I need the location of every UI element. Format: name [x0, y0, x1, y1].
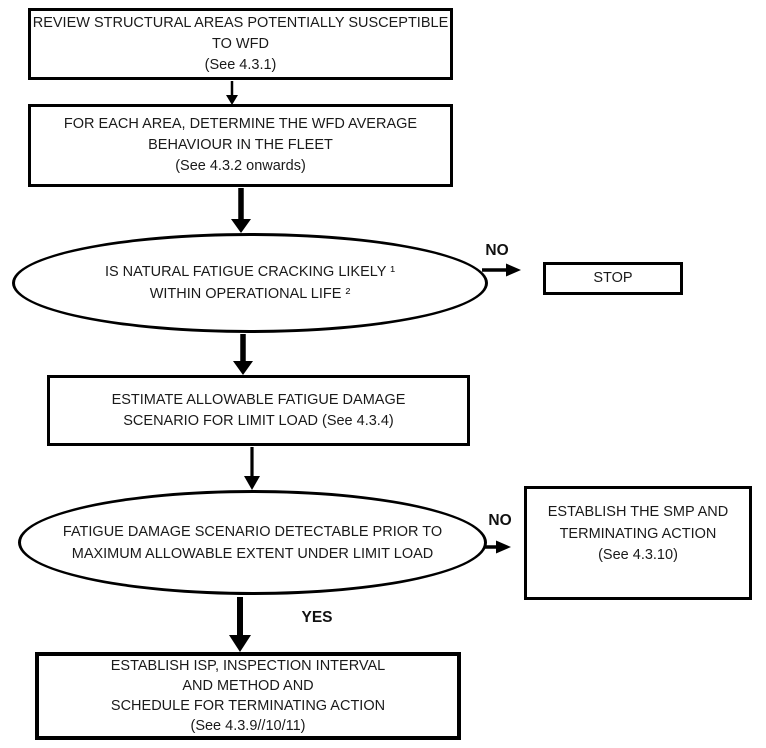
determine-wfd-behaviour-box: FOR EACH AREA, DETERMINE THE WFD AVERAGE… — [28, 104, 453, 187]
establish-isp-box: ESTABLISH ISP, INSPECTION INTERVAL AND M… — [35, 652, 461, 740]
node-text-line: REVIEW STRUCTURAL AREAS POTENTIALLY SUSC… — [32, 14, 449, 31]
node-text-line: SCHEDULE FOR TERMINATING ACTION — [110, 698, 386, 714]
no-branch-label-smp: NO — [488, 512, 512, 529]
node-text-line: FATIGUE DAMAGE SCENARIO DETECTABLE PRIOR… — [62, 523, 443, 540]
node-text-line: SCENARIO FOR LIMIT LOAD (See 4.3.4) — [123, 412, 394, 429]
node-text-line: WITHIN OPERATIONAL LIFE ² — [149, 286, 351, 302]
arrow-review-to-determine — [226, 81, 238, 105]
damage-detectable-decision-ellipse: FATIGUE DAMAGE SCENARIO DETECTABLE PRIOR… — [18, 490, 487, 595]
node-text-line: ESTABLISH THE SMP AND — [547, 504, 729, 520]
yes-branch-label: YES — [301, 609, 333, 626]
arrow-estimate-to-detectable-decision — [244, 447, 260, 490]
establish-smp-box: ESTABLISH THE SMP AND TERMINATING ACTION… — [524, 486, 752, 600]
natural-fatigue-cracking-decision-ellipse: IS NATURAL FATIGUE CRACKING LIKELY ¹ WIT… — [12, 233, 488, 333]
estimate-fatigue-damage-box: ESTIMATE ALLOWABLE FATIGUE DAMAGE SCENAR… — [47, 375, 470, 446]
node-text-line: BEHAVIOUR IN THE FLEET — [148, 137, 333, 153]
node-text-line: IS NATURAL FATIGUE CRACKING LIKELY ¹ — [104, 264, 396, 280]
node-text-line: TO WFD — [212, 35, 269, 52]
node-text-line: (See 4.3.9//10/11) — [190, 718, 306, 734]
node-text-line: ESTABLISH ISP, INSPECTION INTERVAL — [110, 658, 386, 674]
node-text-line: ESTIMATE ALLOWABLE FATIGUE DAMAGE — [111, 391, 406, 408]
node-text-line: (See 4.3.2 onwards) — [175, 158, 306, 174]
arrow-no-to-smp — [485, 540, 511, 554]
no-branch-label-stop: NO — [485, 242, 509, 259]
node-text-line: (See 4.3.1) — [204, 56, 277, 73]
node-text-line: STOP — [593, 270, 633, 286]
node-text-line: TERMINATING ACTION — [559, 525, 717, 542]
arrow-yes-to-isp — [229, 597, 251, 652]
node-text-line: (See 4.3.10) — [598, 547, 678, 563]
stop-box: STOP — [543, 262, 683, 295]
review-structural-areas-box: REVIEW STRUCTURAL AREAS POTENTIALLY SUSC… — [28, 8, 453, 80]
arrow-determine-to-cracking-decision — [231, 188, 251, 233]
node-text-line: FOR EACH AREA, DETERMINE THE WFD AVERAGE — [63, 116, 418, 132]
arrow-cracking-decision-to-estimate — [233, 334, 253, 375]
node-text-line: MAXIMUM ALLOWABLE EXTENT UNDER LIMIT LOA… — [71, 545, 434, 562]
arrow-no-to-stop — [482, 263, 521, 277]
node-text-line: AND METHOD AND — [182, 678, 314, 694]
